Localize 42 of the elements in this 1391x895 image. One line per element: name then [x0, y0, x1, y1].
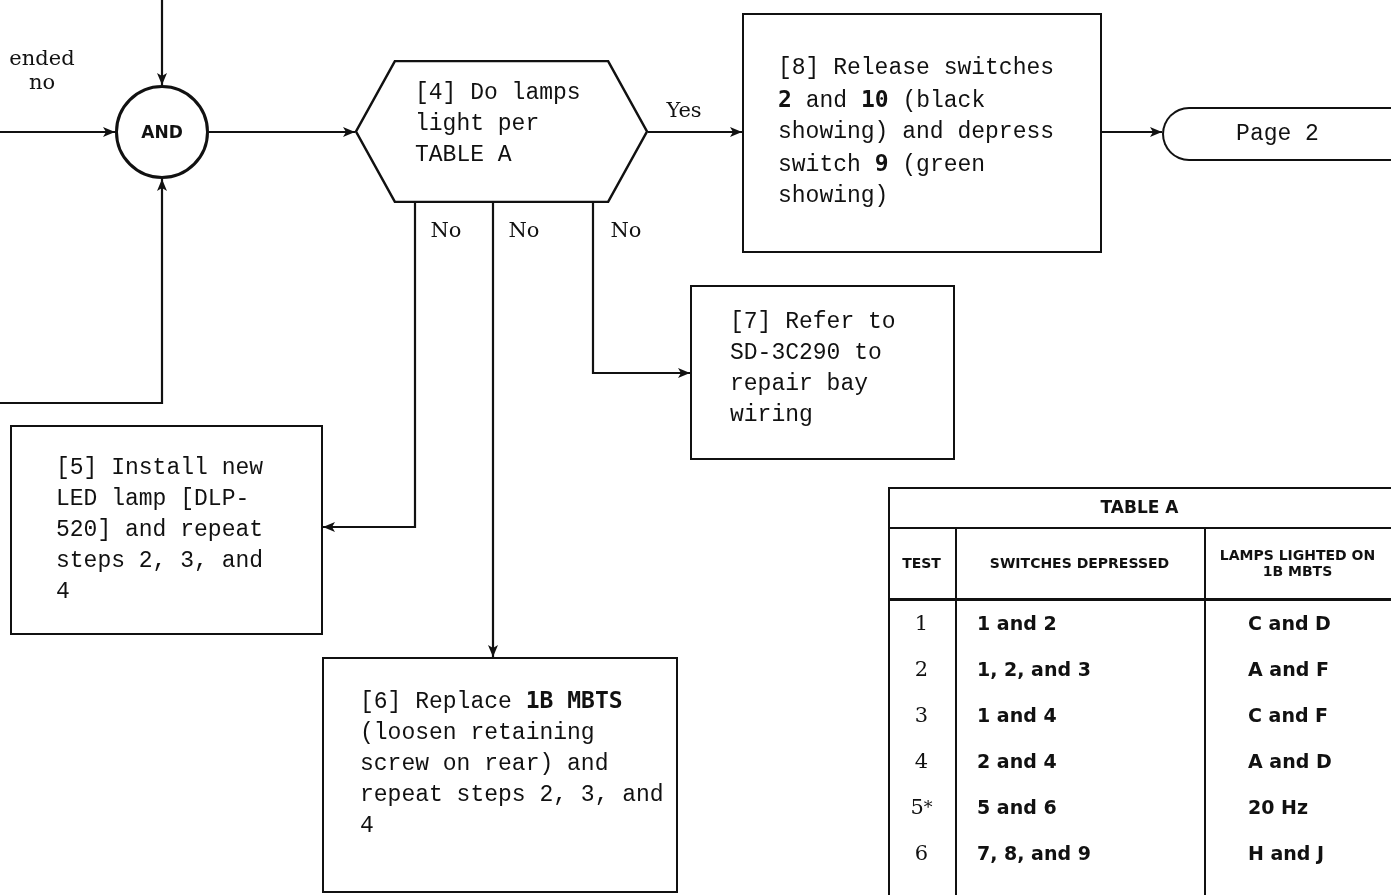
table-title: TABLE A	[1099, 496, 1180, 519]
process-box	[10, 425, 323, 635]
table-cell-text: 7, 8, and 9	[976, 841, 1092, 866]
table-cell-text: 6	[913, 840, 930, 867]
table-cell-text: 1 and 2	[976, 611, 1058, 636]
arrow	[0, 179, 167, 405]
table-cell-text: 20 Hz	[1247, 795, 1309, 820]
arrow	[0, 127, 115, 137]
arrow	[157, 0, 167, 85]
table-cell-text: C and F	[1247, 703, 1330, 728]
arrow	[1102, 127, 1162, 137]
table-cell-text: 2 and 4	[976, 749, 1058, 774]
and-gate-circle: AND	[115, 85, 209, 179]
arrow	[591, 203, 690, 378]
table-cell-text: 1 and 4	[976, 703, 1058, 728]
step-text: [7] Refer to SD-3C290 to repair bay wiring	[730, 308, 897, 430]
table-cell-text: A and F	[1247, 657, 1330, 682]
column-header: TEST	[901, 554, 942, 573]
table-cell-text: 2	[913, 656, 930, 683]
step-text: [5] Install new LED lamp [DLP-520] and repeat steps 2, 3, and 4	[56, 454, 265, 607]
arrow	[323, 203, 417, 532]
table-cell-text: 4	[913, 748, 930, 775]
decision-text: [4] Do lamps light per TABLE A	[415, 79, 582, 170]
table-cell-text: C and D	[1247, 611, 1332, 636]
table-cell-text: H and J	[1247, 841, 1326, 866]
column-header: SWITCHES DEPRESSED	[988, 554, 1171, 573]
arrow	[648, 127, 742, 137]
step-text: [6] Replace 1B MBTS (loosen retaining screw on rear) and repeat steps 2, 3, and 4	[360, 686, 665, 841]
terminator: Page 2	[1162, 107, 1391, 161]
step-text: [8] Release switches 2 and 10 (black showing) and depress switch 9 (green showing)	[778, 54, 1056, 211]
table-cell-text: 5 and 6	[976, 795, 1058, 820]
arrow	[209, 127, 355, 137]
process-box	[322, 657, 678, 893]
table-cell-text: A and D	[1247, 749, 1333, 774]
process-box	[690, 285, 955, 460]
arrow	[488, 203, 498, 657]
column-header: LAMPS LIGHTED ON 1B MBTS	[1218, 546, 1377, 581]
decision-hexagon	[355, 60, 648, 203]
table-cell-text: 1, 2, and 3	[976, 657, 1092, 682]
table-cell-text: 1	[913, 610, 930, 637]
table-cell-text: 3	[913, 702, 930, 729]
process-box	[742, 13, 1102, 253]
